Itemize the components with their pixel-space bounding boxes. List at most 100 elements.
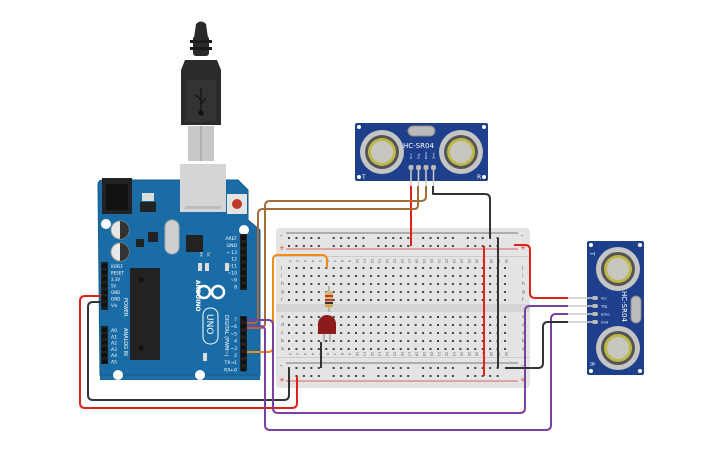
wire-right-vcc[interactable] [514, 244, 568, 299]
terminal-hole[interactable] [399, 275, 402, 277]
rail-hole[interactable] [384, 367, 387, 369]
terminal-hole[interactable] [377, 316, 380, 318]
terminal-hole[interactable] [310, 348, 313, 350]
terminal-hole[interactable] [369, 283, 372, 285]
terminal-hole[interactable] [407, 340, 410, 342]
terminal-hole[interactable] [347, 275, 350, 277]
pin-socket[interactable] [102, 264, 107, 268]
terminal-hole[interactable] [392, 283, 395, 285]
rail-hole[interactable] [377, 237, 380, 239]
terminal-hole[interactable] [407, 275, 410, 277]
terminal-hole[interactable] [451, 267, 454, 269]
terminal-hole[interactable] [489, 275, 492, 277]
terminal-hole[interactable] [332, 316, 335, 318]
terminal-hole[interactable] [481, 291, 484, 293]
terminal-hole[interactable] [369, 299, 372, 301]
terminal-hole[interactable] [362, 291, 365, 293]
rail-hole[interactable] [466, 375, 469, 377]
terminal-hole[interactable] [466, 299, 469, 301]
rail-hole[interactable] [332, 375, 335, 377]
terminal-hole[interactable] [399, 332, 402, 334]
rail-hole[interactable] [399, 245, 402, 247]
terminal-hole[interactable] [369, 332, 372, 334]
terminal-hole[interactable] [444, 332, 447, 334]
terminal-hole[interactable] [325, 275, 328, 277]
rail-hole[interactable] [362, 237, 365, 239]
terminal-hole[interactable] [437, 348, 439, 350]
terminal-hole[interactable] [384, 340, 387, 342]
terminal-hole[interactable] [504, 324, 507, 326]
rail-hole[interactable] [399, 375, 402, 377]
terminal-hole[interactable] [392, 267, 395, 269]
terminal-hole[interactable] [384, 332, 387, 334]
terminal-hole[interactable] [288, 316, 290, 318]
rail-hole[interactable] [444, 367, 447, 369]
terminal-hole[interactable] [295, 291, 298, 293]
rail-hole[interactable] [407, 367, 410, 369]
rail-hole[interactable] [407, 245, 410, 247]
rail-hole[interactable] [399, 367, 402, 369]
pin-socket[interactable] [102, 340, 107, 345]
terminal-hole[interactable] [437, 340, 439, 342]
terminal-hole[interactable] [362, 340, 365, 342]
terminal-hole[interactable] [332, 267, 335, 269]
terminal-hole[interactable] [347, 348, 350, 350]
terminal-hole[interactable] [340, 291, 343, 293]
terminal-hole[interactable] [437, 299, 439, 301]
terminal-hole[interactable] [504, 316, 507, 318]
pin-socket[interactable] [102, 290, 107, 294]
terminal-hole[interactable] [422, 291, 425, 293]
terminal-hole[interactable] [399, 316, 402, 318]
terminal-hole[interactable] [407, 291, 410, 293]
terminal-hole[interactable] [414, 324, 417, 326]
terminal-hole[interactable] [466, 275, 469, 277]
terminal-hole[interactable] [481, 316, 484, 318]
terminal-hole[interactable] [288, 291, 290, 293]
terminal-hole[interactable] [355, 324, 358, 326]
terminal-hole[interactable] [504, 332, 507, 334]
terminal-hole[interactable] [466, 291, 469, 293]
terminal-hole[interactable] [362, 316, 365, 318]
rail-hole[interactable] [392, 375, 395, 377]
rail-hole[interactable] [310, 367, 313, 369]
pin-socket[interactable] [102, 283, 107, 288]
terminal-hole[interactable] [317, 299, 320, 301]
terminal-hole[interactable] [429, 340, 432, 342]
rail-hole[interactable] [429, 237, 432, 239]
terminal-hole[interactable] [377, 299, 380, 301]
terminal-hole[interactable] [302, 275, 305, 277]
pin-socket[interactable] [102, 303, 107, 307]
rail-hole[interactable] [384, 245, 387, 247]
terminal-hole[interactable] [288, 340, 290, 342]
rail-hole[interactable] [437, 237, 439, 239]
terminal-hole[interactable] [369, 348, 372, 350]
rail-hole[interactable] [451, 375, 454, 377]
pin-socket[interactable] [102, 353, 107, 358]
terminal-hole[interactable] [451, 340, 454, 342]
rail-hole[interactable] [392, 367, 395, 369]
terminal-hole[interactable] [355, 316, 358, 318]
digital-header-bottom[interactable] [240, 316, 247, 371]
terminal-hole[interactable] [392, 299, 395, 301]
terminal-hole[interactable] [310, 291, 313, 293]
pin-socket[interactable] [102, 328, 107, 332]
rail-hole[interactable] [429, 375, 432, 377]
terminal-hole[interactable] [288, 275, 290, 277]
terminal-hole[interactable] [451, 299, 454, 301]
terminal-hole[interactable] [332, 340, 335, 342]
terminal-hole[interactable] [369, 267, 372, 269]
terminal-hole[interactable] [474, 291, 477, 293]
terminal-hole[interactable] [399, 299, 402, 301]
rail-hole[interactable] [407, 375, 410, 377]
terminal-hole[interactable] [414, 267, 417, 269]
terminal-hole[interactable] [466, 324, 469, 326]
terminal-hole[interactable] [444, 340, 447, 342]
terminal-hole[interactable] [384, 283, 387, 285]
terminal-hole[interactable] [340, 283, 343, 285]
terminal-hole[interactable] [481, 283, 484, 285]
rail-hole[interactable] [407, 237, 410, 239]
terminal-hole[interactable] [444, 324, 447, 326]
terminal-hole[interactable] [302, 283, 305, 285]
terminal-hole[interactable] [422, 340, 425, 342]
terminal-hole[interactable] [414, 291, 417, 293]
